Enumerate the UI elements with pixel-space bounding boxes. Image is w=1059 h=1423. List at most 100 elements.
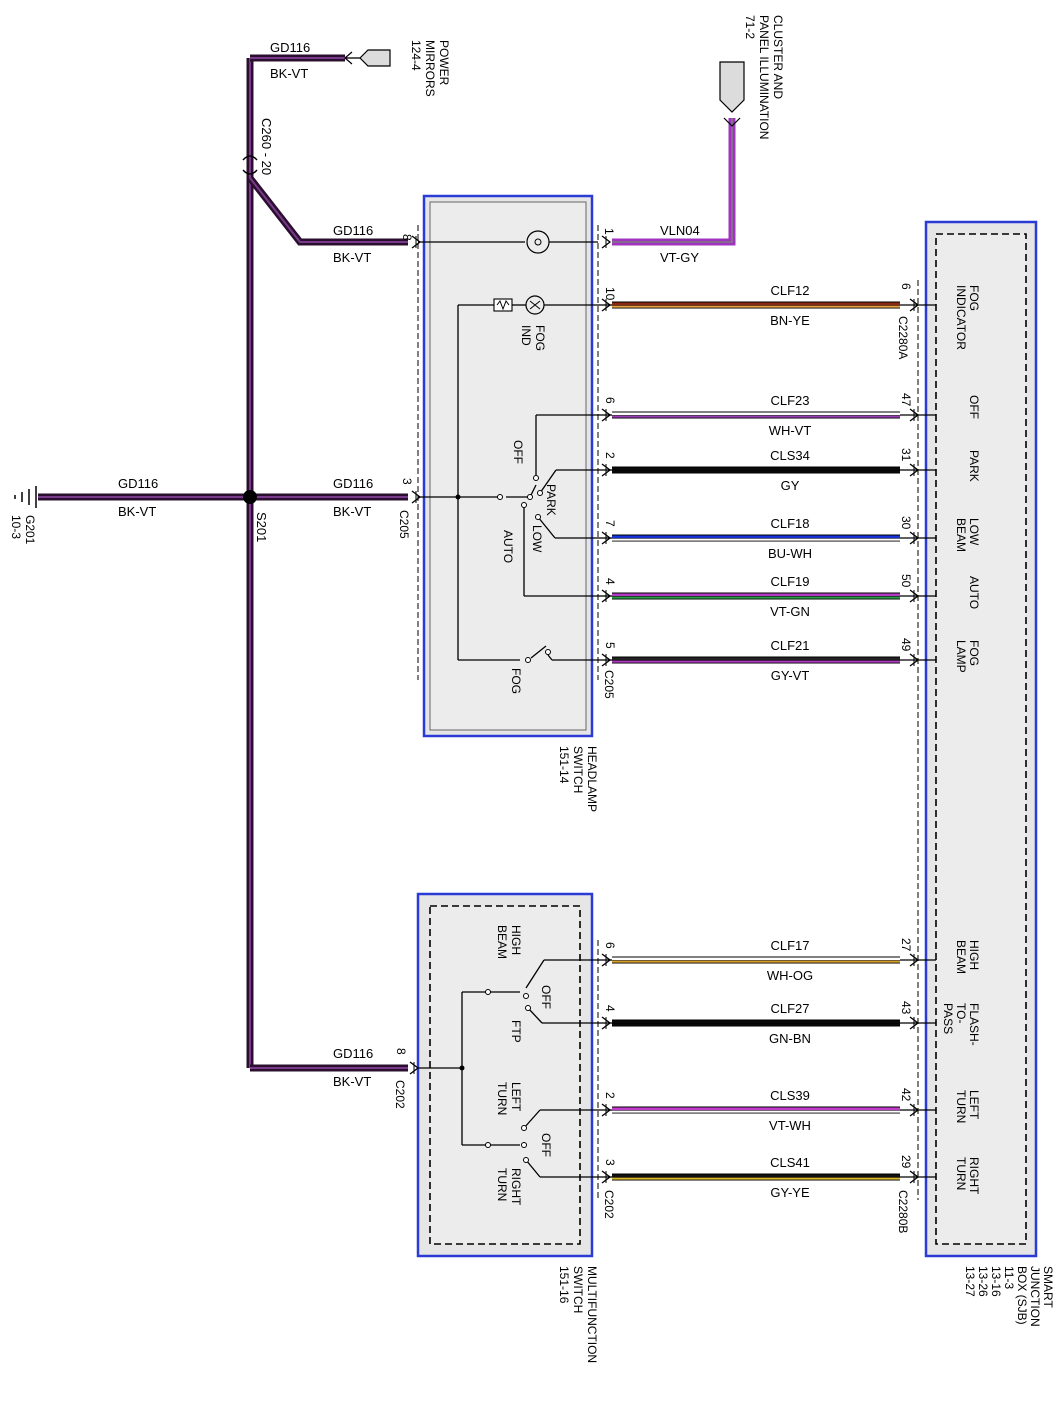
circuit-clf19-circuit-label: CLF19	[770, 574, 809, 589]
circuit-clf27-sjb-label-1: TO-	[954, 1003, 968, 1023]
circuit-cls39-color-label: VT-WH	[769, 1118, 811, 1133]
circuit-cls39-sjb-label-1: TURN	[954, 1090, 968, 1123]
circuit-clf27-sjb-label-0: FLASH-	[967, 1003, 981, 1046]
circuit-clf27-sjb-arrow	[909, 1016, 920, 1030]
svg-text:G201: G201	[23, 515, 37, 545]
c260-label: C260 - 20	[259, 118, 274, 175]
circuit-clf12-sjb-label-1: INDICATOR	[954, 285, 968, 350]
svg-text:PANEL ILLUMINATION: PANEL ILLUMINATION	[757, 15, 771, 139]
circuit-clf19-sjb-pin: 50	[899, 574, 913, 588]
mf-off-1-label: OFF	[539, 985, 553, 1009]
svg-text:11-3: 11-3	[1002, 1266, 1016, 1289]
gd116-c202-label: GD116	[333, 1046, 373, 1061]
circuit-cls39-circuit-label: CLS39	[770, 1088, 810, 1103]
svg-text:13-27: 13-27	[963, 1266, 977, 1297]
circuit-clf27-color-label: GN-BN	[769, 1031, 811, 1046]
circuit-clf18-color-label: BU-WH	[768, 546, 812, 561]
headlamp-switch-internals	[418, 230, 598, 663]
circuit-clf17-sjb-label-0: HIGH	[967, 940, 981, 970]
circuit-cls34-switch-arrow	[601, 463, 612, 477]
svg-text:151-14: 151-14	[557, 746, 571, 784]
mfs-pin8-arrow	[409, 1061, 420, 1075]
circuit-clf19-sjb-arrow	[909, 589, 920, 603]
connector-arrows	[409, 235, 920, 1184]
gd116-main-label: GD116	[118, 476, 158, 491]
circuit-cls34-switch-pin: 2	[603, 452, 617, 459]
circuit-clf17-color-label: WH-OG	[767, 968, 813, 983]
ground-pin3-arrow	[411, 490, 422, 504]
circuit-clf18-switch-pin: 7	[603, 520, 617, 527]
left-turn-label-1: LEFT	[509, 1082, 523, 1112]
bkvt-main-label: BK-VT	[118, 504, 156, 519]
svg-text:SWITCH: SWITCH	[571, 746, 585, 793]
pin-8-mfs: 8	[394, 1048, 408, 1055]
circuit-clf27-circuit-label: CLF27	[770, 1001, 809, 1016]
fog-ind-label-2: IND	[519, 325, 533, 346]
pin-3-ground: 3	[400, 478, 414, 485]
circuit-clf17-sjb-pin: 27	[899, 938, 913, 952]
circuit-clf27-switch-arrow	[601, 1016, 612, 1030]
circuit-clf21-switch-pin: 5	[603, 642, 617, 649]
multifunction-switch-box	[416, 892, 594, 1258]
vln-pin1-arrow	[601, 235, 612, 249]
circuit-clf12-sjb-label-0: FOG	[967, 285, 981, 311]
svg-text:151-16: 151-16	[557, 1266, 571, 1304]
multifunction-switch-internals	[418, 959, 598, 1178]
circuit-cls39-sjb-pin: 42	[899, 1088, 913, 1102]
svg-text:71-2: 71-2	[743, 15, 757, 39]
circuit-cls41-sjb-pin: 29	[899, 1155, 913, 1169]
circuit-clf12-circuit-label: CLF12	[770, 283, 809, 298]
high-beam-label-2: BEAM	[495, 925, 509, 959]
pin-1-vln: 1	[602, 228, 616, 235]
circuit-clf12-switch-pin: 10	[603, 287, 617, 301]
circuit-cls41-color-label: GY-YE	[770, 1185, 810, 1200]
headlamp-switch-box	[422, 194, 594, 738]
park-label: PARK	[544, 484, 558, 516]
sjb-label: SMART JUNCTION BOX (SJB) 11-3 13-16 13-2…	[963, 1266, 1055, 1327]
circuit-clf18-sjb-label-0: LOW	[967, 518, 981, 546]
bkvt-c260-label: BK-VT	[333, 250, 371, 265]
circuit-clf23-sjb-label-0: OFF	[967, 395, 981, 419]
circuit-clf18-circuit-label: CLF18	[770, 516, 809, 531]
circuit-clf21-switch-arrow	[601, 653, 612, 667]
circuit-clf19-color-label: VT-GN	[770, 604, 810, 619]
circuit-clf19-switch-pin: 4	[603, 578, 617, 585]
circuit-clf19-sjb-label-0: AUTO	[967, 576, 981, 609]
circuit-clf21-circuit-label: CLF21	[770, 638, 809, 653]
ground-wiring	[38, 54, 408, 1072]
svg-text:124-4: 124-4	[409, 40, 423, 71]
circuit-clf27-sjb-label-2: PASS	[941, 1003, 955, 1034]
c205-right-label: C205	[602, 670, 616, 699]
low-label: LOW	[530, 525, 544, 553]
svg-text:SWITCH: SWITCH	[571, 1266, 585, 1313]
circuit-clf27-switch-pin: 4	[603, 1005, 617, 1012]
sjb-box	[924, 220, 1038, 1258]
circuit-clf17-sjb-arrow	[909, 953, 920, 967]
svg-text:MIRRORS: MIRRORS	[423, 40, 437, 97]
bkvt-c205-label: BK-VT	[333, 504, 371, 519]
c260-pin8-arrow	[411, 235, 422, 249]
power-mirrors-label: POWER MIRRORS 124-4	[409, 40, 451, 97]
circuit-cls34-color-label: GY	[781, 478, 800, 493]
circuit-cls41-switch-pin: 3	[603, 1159, 617, 1166]
vln04-wire	[612, 118, 736, 246]
circuit-clf23-switch-arrow	[601, 408, 612, 422]
circuit-clf18-sjb-label-1: BEAM	[954, 518, 968, 552]
circuit-clf18-switch-arrow	[601, 531, 612, 545]
cluster-label: CLUSTER AND PANEL ILLUMINATION 71-2	[743, 15, 785, 139]
multifunction-switch-label: MULTIFUNCTION SWITCH 151-16	[557, 1266, 599, 1363]
c2280a-label: C2280A	[896, 316, 910, 359]
circuit-clf18-sjb-pin: 30	[899, 516, 913, 530]
svg-text:JUNCTION: JUNCTION	[1028, 1266, 1042, 1327]
vtgy-label: VT-GY	[660, 250, 699, 265]
bkvt-top-label: BK-VT	[270, 66, 308, 81]
circuit-cls41-sjb-arrow	[909, 1170, 920, 1184]
c2280b-label: C2280B	[896, 1190, 910, 1233]
off-label: OFF	[511, 440, 525, 464]
splice-dot	[243, 490, 257, 504]
circuit-clf21-sjb-arrow	[909, 653, 920, 667]
gd116-c260-label: GD116	[333, 223, 373, 238]
svg-text:13-16: 13-16	[989, 1266, 1003, 1297]
circuit-cls39-switch-arrow	[601, 1103, 612, 1117]
circuit-cls41-switch-arrow	[601, 1170, 612, 1184]
